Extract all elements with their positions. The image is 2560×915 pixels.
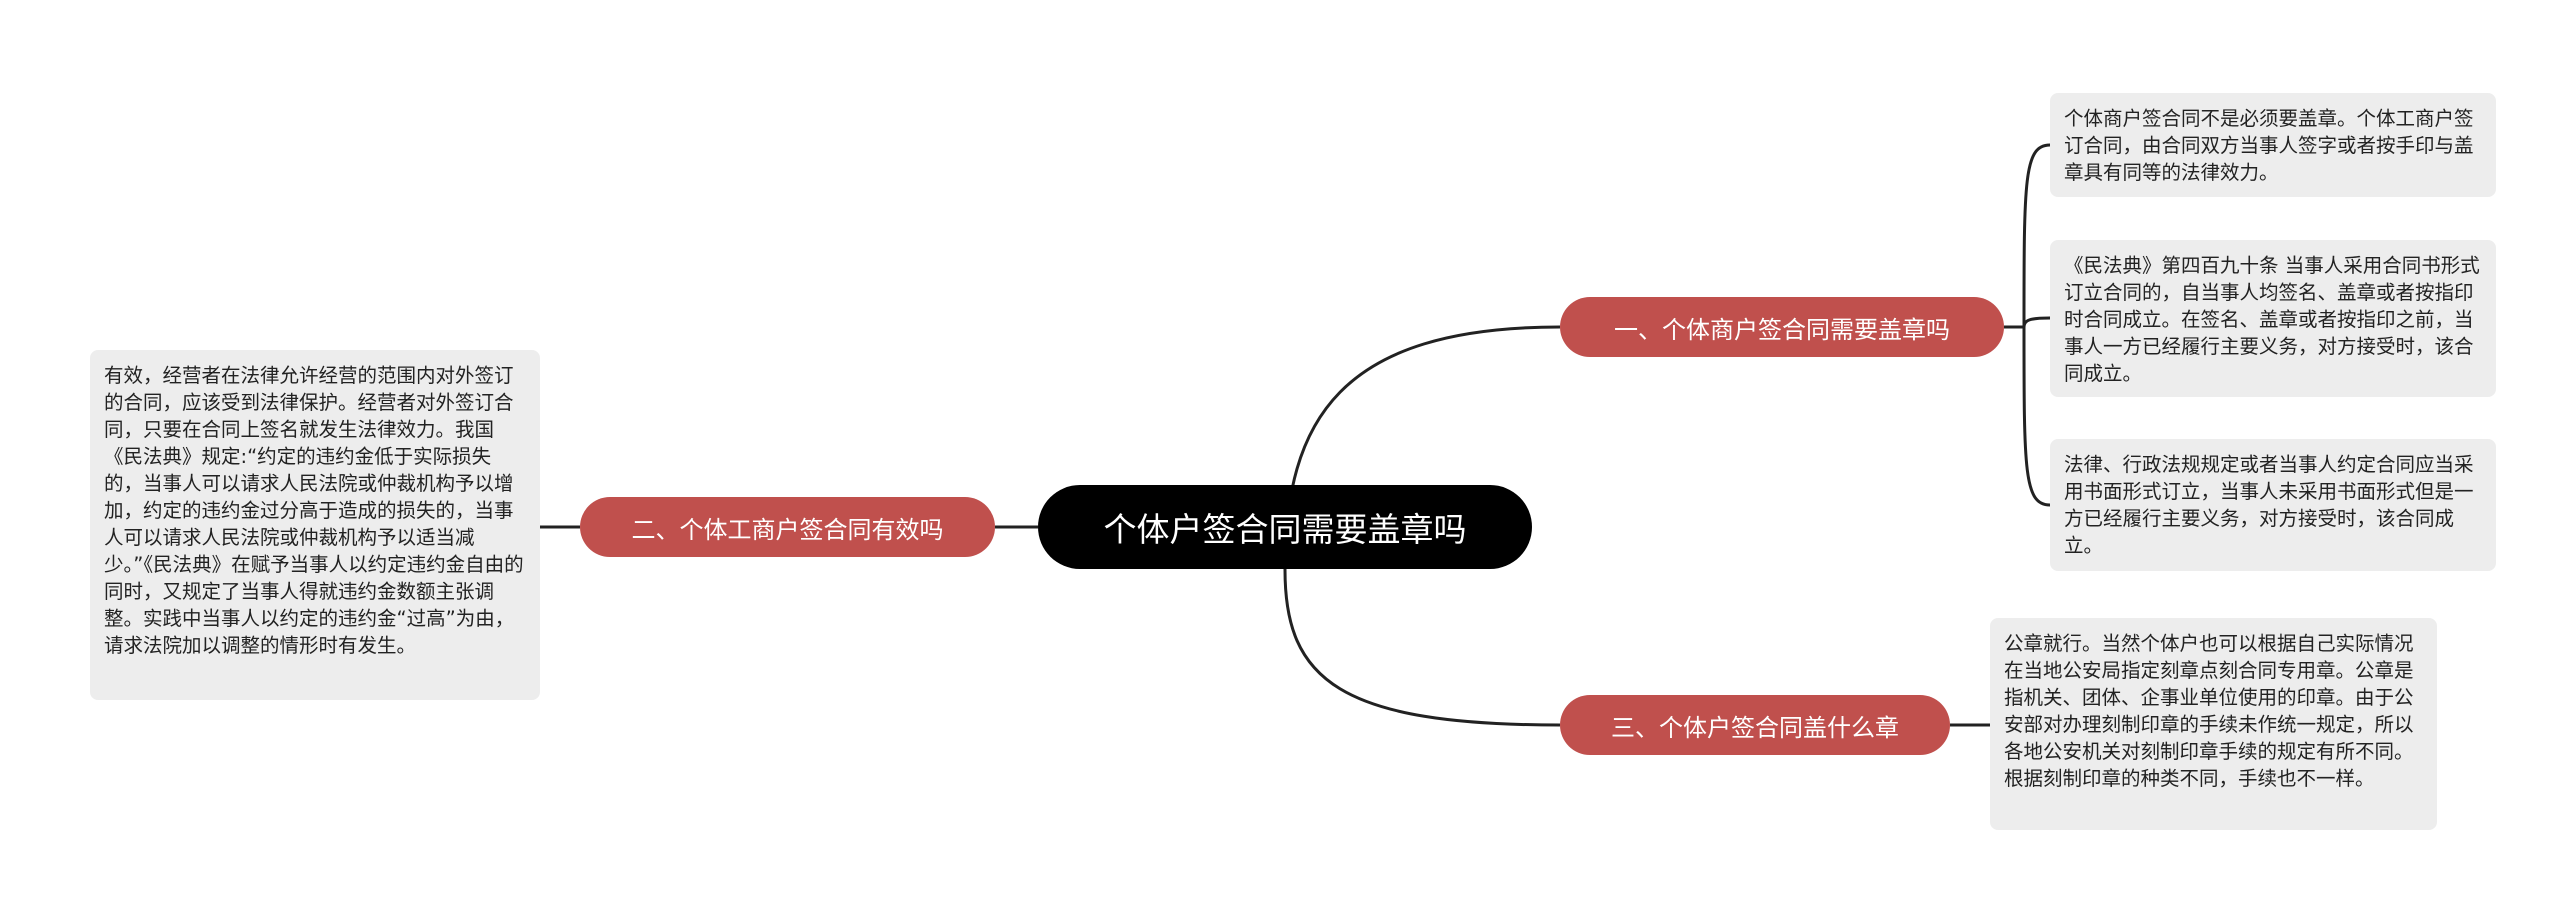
edge-branch-1-leaf-2 [2022, 316, 2051, 328]
edge-branch-1-leaf-1 [2022, 143, 2051, 328]
root-topic[interactable]: 个体户签合同需要盖章吗 [1038, 485, 1532, 569]
edge-branch-1-leaf-3 [2022, 326, 2051, 507]
branch-topic-2[interactable]: 二、个体工商户签合同有效吗 [580, 497, 995, 557]
branch-topic-3[interactable]: 三、个体户签合同盖什么章 [1560, 695, 1950, 755]
leaf-note-4[interactable]: 有效，经营者在法律允许经营的范围内对外签订的合同，应该受到法律保护。经营者对外签… [90, 350, 540, 700]
branch-topic-1[interactable]: 一、个体商户签合同需要盖章吗 [1560, 297, 2004, 357]
leaf-note-3[interactable]: 法律、行政法规规定或者当事人约定合同应当采用书面形式订立，当事人未采用书面形式但… [2050, 439, 2496, 571]
leaf-note-1[interactable]: 个体商户签合同不是必须要盖章。个体工商户签订合同，由合同双方当事人签字或者按手印… [2050, 93, 2496, 197]
edge-root-branch-3 [1283, 569, 1561, 727]
leaf-note-5[interactable]: 公章就行。当然个体户也可以根据自己实际情况在当地公安局指定刻章点刻合同专用章。公… [1990, 618, 2437, 830]
leaf-note-2[interactable]: 《民法典》第四百九十条 当事人采用合同书形式订立合同的，自当事人均签名、盖章或者… [2050, 240, 2496, 397]
